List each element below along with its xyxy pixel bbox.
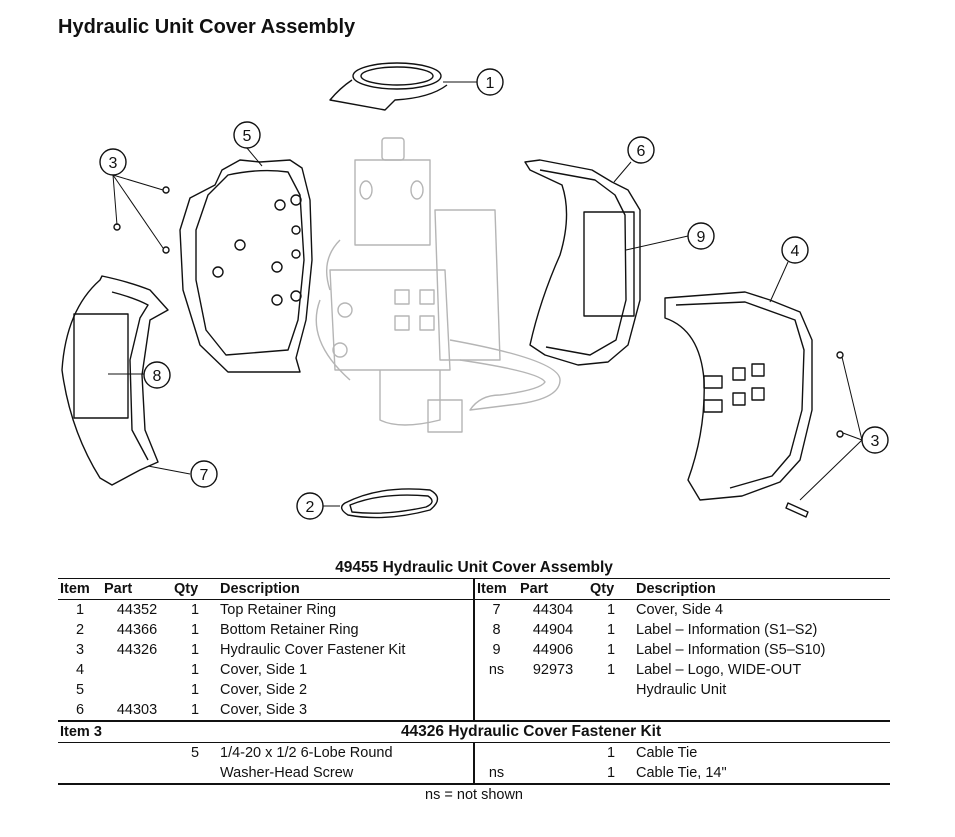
parts-table-header: Item Part Qty Description Item Part Qty … bbox=[58, 578, 891, 600]
col-part-2: Part bbox=[518, 578, 588, 600]
svg-text:9: 9 bbox=[697, 229, 706, 246]
label-information-s1-s2 bbox=[73, 313, 129, 419]
svg-text:8: 8 bbox=[153, 368, 162, 385]
callout-7: 7 bbox=[190, 460, 218, 488]
cover-side-4 bbox=[61, 275, 169, 486]
col-part: Part bbox=[102, 578, 172, 600]
callout-3-right: 3 bbox=[861, 426, 889, 454]
svg-text:4: 4 bbox=[791, 243, 800, 260]
hydraulic-pump-unit bbox=[315, 137, 561, 433]
col-description: Description bbox=[218, 578, 474, 600]
callout-4: 4 bbox=[781, 236, 809, 264]
callout-bubbles: 1 2 3 5 6 9 4 3 8 7 bbox=[99, 68, 889, 520]
svg-text:7: 7 bbox=[200, 467, 209, 484]
cover-side-2 bbox=[179, 159, 313, 373]
parts-table-title: 49455 Hydraulic Unit Cover Assembly bbox=[58, 558, 891, 579]
parts-table: 49455 Hydraulic Unit Cover Assembly Item… bbox=[58, 558, 891, 805]
col-description-2: Description bbox=[634, 578, 891, 600]
col-qty-2: Qty bbox=[588, 578, 634, 600]
cover-side-1 bbox=[664, 291, 813, 501]
top-retainer-ring bbox=[329, 62, 448, 111]
leader-lines bbox=[108, 81, 863, 507]
cover-side-1-slots bbox=[703, 363, 765, 413]
label-information-s5-s10 bbox=[583, 211, 635, 317]
callout-3-left: 3 bbox=[99, 148, 127, 176]
footnote: ns = not shown bbox=[58, 783, 891, 805]
bottom-retainer-ring bbox=[340, 488, 439, 519]
col-item: Item bbox=[58, 578, 102, 600]
kit-header-row: Item 3 44326 Hydraulic Cover Fastener Ki… bbox=[58, 720, 891, 743]
svg-text:5: 5 bbox=[243, 128, 252, 145]
exploded-view-diagram: 1 2 3 5 6 9 4 3 8 7 bbox=[61, 62, 889, 520]
cover-side-3 bbox=[524, 159, 641, 366]
callout-2: 2 bbox=[296, 492, 324, 520]
col-item-2: Item bbox=[473, 578, 518, 600]
svg-text:2: 2 bbox=[306, 499, 315, 516]
kit-title: 44326 Hydraulic Cover Fastener Kit bbox=[172, 720, 891, 743]
callout-6: 6 bbox=[627, 136, 655, 164]
screw-icons-right bbox=[785, 351, 844, 518]
svg-text:6: 6 bbox=[637, 143, 646, 160]
svg-text:3: 3 bbox=[109, 155, 118, 172]
svg-text:1: 1 bbox=[486, 75, 495, 92]
callout-1: 1 bbox=[476, 68, 504, 96]
col-qty: Qty bbox=[172, 578, 218, 600]
callout-5: 5 bbox=[233, 121, 261, 149]
callout-8: 8 bbox=[143, 361, 171, 389]
kit-item-label: Item 3 bbox=[58, 720, 172, 743]
callout-9: 9 bbox=[687, 222, 715, 250]
page-title: Hydraulic Unit Cover Assembly bbox=[58, 16, 356, 38]
svg-text:3: 3 bbox=[871, 433, 880, 450]
screw-icons-left bbox=[113, 186, 170, 254]
